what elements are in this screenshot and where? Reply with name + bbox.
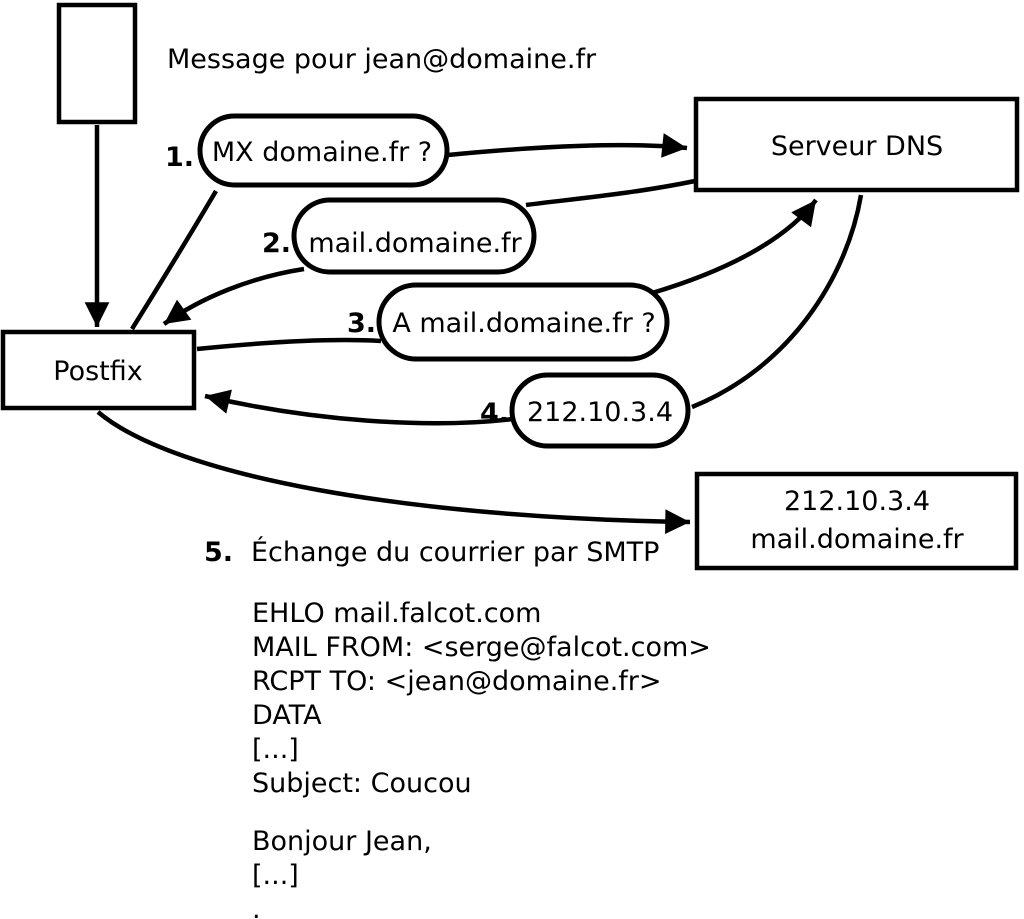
smtp-line: RCPT TO: <jean@domaine.fr>: [252, 666, 662, 697]
smtp-line: [...]: [252, 734, 299, 765]
step-3-number: 3.: [347, 308, 376, 339]
smtp-line: EHLO mail.falcot.com: [252, 598, 541, 629]
mailserver-hostname: mail.domaine.fr: [750, 524, 964, 555]
smtp-line: Bonjour Jean,: [252, 826, 432, 857]
mailserver-box: [694, 471, 1019, 571]
line-postfix-to-query3: [196, 337, 382, 352]
line-dns-to-answer4: [691, 194, 864, 410]
dns-box: [693, 96, 1020, 193]
line-postfix-to-query1: [130, 189, 218, 331]
pill-query-mx: [197, 113, 450, 188]
smtp-line: Subject: Coucou: [252, 768, 472, 799]
step-5-number: 5.: [204, 537, 233, 568]
step-5-label: Échange du courrier par SMTP: [251, 536, 659, 568]
step-2-number: 2.: [262, 228, 291, 259]
smtp-line: .: [252, 894, 261, 919]
arrow-query1-to-dns: [447, 133, 688, 158]
step-1-number: 1.: [165, 142, 194, 173]
pill-answer-mx: [291, 197, 537, 275]
smtp-line: [...]: [252, 860, 299, 891]
smtp-line: MAIL FROM: <serge@falcot.com>: [252, 632, 711, 663]
smtp-session: EHLO mail.falcot.com MAIL FROM: <serge@f…: [252, 598, 711, 919]
mailserver-ip: 212.10.3.4: [784, 486, 930, 517]
smtp-line: DATA: [252, 700, 322, 731]
step-4-label: 212.10.3.4: [527, 397, 673, 428]
step-3-label: A mail.domaine.fr ?: [392, 308, 655, 339]
arrow-answer4-to-postfix: [204, 389, 514, 426]
postfix-label: Postfix: [53, 356, 142, 387]
dns-label: Serveur DNS: [771, 131, 943, 162]
arrow-answer2-to-postfix: [162, 266, 305, 326]
line-dns-to-answer2: [525, 178, 696, 208]
step-4-number: 4.: [480, 398, 509, 429]
step-1-label: MX domaine.fr ?: [212, 137, 432, 168]
message-label: Message pour jean@domaine.fr: [167, 44, 597, 75]
postfix-box: [0, 329, 197, 411]
pill-answer-a: [509, 372, 691, 449]
sender-box: [56, 2, 138, 125]
arrow-postfix-to-mailserver: [96, 410, 691, 535]
step-2-label: mail.domaine.fr: [308, 228, 522, 259]
arrow-query3-to-dns: [651, 198, 818, 296]
pill-query-a: [376, 282, 670, 362]
